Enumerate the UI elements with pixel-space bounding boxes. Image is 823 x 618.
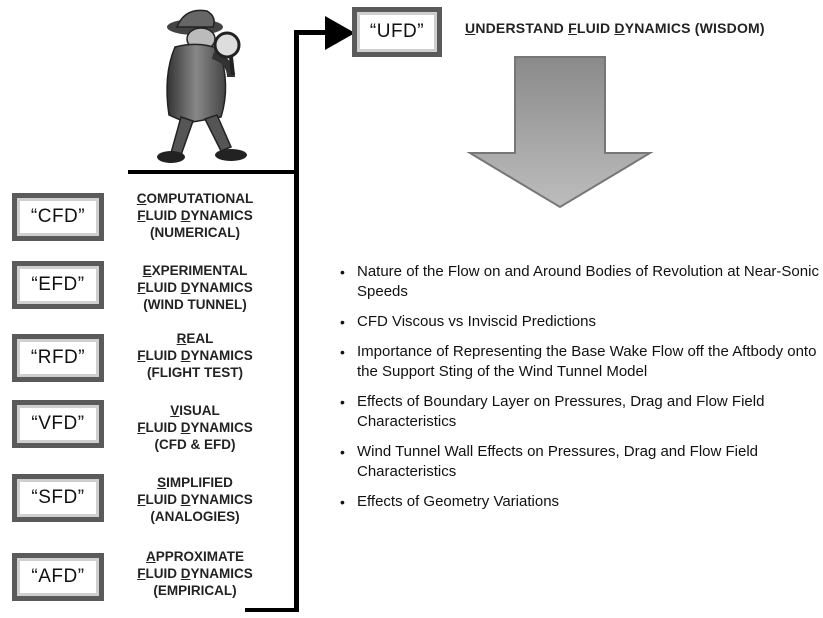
down-arrow-icon <box>466 56 654 209</box>
title-u: U <box>465 20 476 36</box>
desc-line2: FLUID DYNAMICS <box>137 492 253 507</box>
fd-code: “VFD” <box>31 413 85 434</box>
title-p2: LUID <box>576 20 615 36</box>
desc-line2: FLUID DYNAMICS <box>137 208 253 223</box>
connector-vertical-line <box>294 30 299 612</box>
desc-line2: FLUID DYNAMICS <box>137 348 253 363</box>
desc-line3: (FLIGHT TEST) <box>147 365 243 380</box>
ufd-title: UNDERSTAND FLUID DYNAMICS (WISDOM) <box>465 20 765 36</box>
title-f: F <box>568 20 577 36</box>
desc-line3: (ANALOGIES) <box>150 509 240 524</box>
desc-line1: VISUAL <box>170 403 220 418</box>
desc-line1: APPROXIMATE <box>145 549 244 564</box>
bullet-item: Importance of Representing the Base Wake… <box>340 342 820 382</box>
fd-code: “RFD” <box>30 347 86 368</box>
bullet-item: CFD Viscous vs Inviscid Predictions <box>340 312 820 332</box>
title-p1: NDERSTAND <box>475 20 569 36</box>
bullet-item: Effects of Geometry Variations <box>340 492 820 512</box>
arrow-right-icon <box>325 16 355 50</box>
title-p3: YNAMICS (WISDOM) <box>624 20 765 36</box>
desc-line1: REAL <box>176 331 214 346</box>
title-d: D <box>614 20 625 36</box>
desc-line3: (NUMERICAL) <box>150 225 240 240</box>
detective-icon <box>157 9 247 163</box>
fd-box-cfd: “CFD” <box>12 193 104 241</box>
desc-line3: (WIND TUNNEL) <box>143 297 247 312</box>
ufd-box: “UFD” <box>352 7 442 57</box>
desc-line1: COMPUTATIONAL <box>136 191 254 206</box>
topic-bullet-list: Nature of the Flow on and Around Bodies … <box>340 262 820 522</box>
connector-bottom-line <box>245 608 299 612</box>
desc-line3: (EMPIRICAL) <box>153 583 237 598</box>
fd-desc-vfd: VISUAL FLUID DYNAMICS (CFD & EFD) <box>120 402 270 453</box>
fd-desc-efd: EXPERIMENTAL FLUID DYNAMICS (WIND TUNNEL… <box>120 262 270 313</box>
fd-box-rfd: “RFD” <box>12 334 104 382</box>
fd-code: “EFD” <box>31 274 85 295</box>
ufd-code: “UFD” <box>369 21 425 42</box>
fd-code: “CFD” <box>30 206 86 227</box>
fd-code: “SFD” <box>31 487 85 508</box>
desc-line1: EXPERIMENTAL <box>142 263 248 278</box>
connector-top-line <box>294 30 334 35</box>
fd-box-afd: “AFD” <box>12 553 104 601</box>
fd-box-vfd: “VFD” <box>12 400 104 448</box>
desc-line2: FLUID DYNAMICS <box>137 420 253 435</box>
fd-desc-rfd: REAL FLUID DYNAMICS (FLIGHT TEST) <box>120 330 270 381</box>
desc-line3: (CFD & EFD) <box>154 437 236 452</box>
bullet-item: Wind Tunnel Wall Effects on Pressures, D… <box>340 442 820 482</box>
desc-line2: FLUID DYNAMICS <box>137 566 253 581</box>
fd-desc-afd: APPROXIMATE FLUID DYNAMICS (EMPIRICAL) <box>120 548 270 599</box>
bullet-item: Nature of the Flow on and Around Bodies … <box>340 262 820 302</box>
bullet-item: Effects of Boundary Layer on Pressures, … <box>340 392 820 432</box>
fd-desc-sfd: SIMPLIFIED FLUID DYNAMICS (ANALOGIES) <box>120 474 270 525</box>
desc-line1: SIMPLIFIED <box>157 475 233 490</box>
fd-code: “AFD” <box>31 566 85 587</box>
fd-desc-cfd: COMPUTATIONAL FLUID DYNAMICS (NUMERICAL) <box>120 190 270 241</box>
desc-line2: FLUID DYNAMICS <box>137 280 253 295</box>
fd-box-efd: “EFD” <box>12 261 104 309</box>
fd-box-sfd: “SFD” <box>12 474 104 522</box>
ground-line <box>128 170 298 174</box>
